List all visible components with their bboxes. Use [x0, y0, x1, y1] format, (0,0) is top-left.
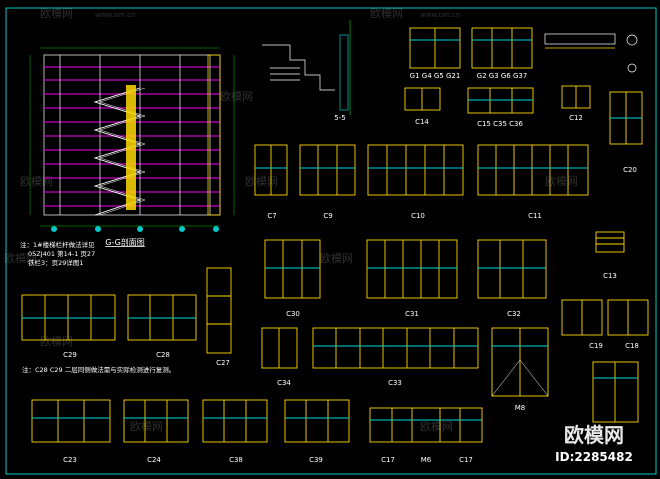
- window-group-g2: [471, 27, 533, 69]
- svg-text:www.om.cn: www.om.cn: [420, 11, 460, 19]
- label-c17-left: C17: [381, 456, 395, 464]
- svg-text:欧模网: 欧模网: [320, 252, 353, 265]
- svg-text:www.om.cn: www.om.cn: [95, 11, 135, 19]
- label-c15: C15 C35 C36: [477, 120, 523, 128]
- window-group-g1: [409, 27, 461, 69]
- window-c20: [609, 91, 643, 145]
- label-c11: C11: [528, 212, 542, 220]
- label-c30: C30: [286, 310, 300, 318]
- label-c32: C32: [507, 310, 521, 318]
- window-c12: [561, 85, 591, 109]
- window-c18: [607, 299, 649, 336]
- section-drawing: [29, 47, 235, 232]
- window-c24: [123, 399, 189, 443]
- window-c28: [127, 294, 197, 341]
- svg-text:欧模网: 欧模网: [545, 175, 578, 188]
- label-c10: C10: [411, 212, 425, 220]
- window-c10: [367, 144, 464, 196]
- label-c28: C28: [156, 351, 170, 359]
- label-g1: G1 G4 G5 G21: [410, 72, 461, 80]
- label-c19: C19: [589, 342, 603, 350]
- background-watermarks: 欧模网 www.om.cn 欧模网 www.om.cn 欧模网 欧模网 欧模网 …: [4, 7, 578, 433]
- window-c15: [467, 87, 534, 114]
- label-c13: C13: [603, 272, 617, 280]
- section-note-1: 注：1#楼梯栏杆做法详见: [20, 240, 95, 249]
- label-c23: C23: [63, 456, 77, 464]
- svg-text:欧模网: 欧模网: [245, 175, 278, 188]
- window-c39: [284, 399, 350, 443]
- label-c27: C27: [216, 359, 230, 367]
- detail-top-right: [544, 33, 638, 73]
- window-c9: [299, 144, 356, 196]
- detail-5-5: [262, 20, 351, 115]
- sheet-border: [5, 7, 657, 475]
- window-c32: [477, 239, 547, 299]
- watermark-brand: 欧模网: [564, 423, 624, 447]
- door-right-double: [592, 361, 639, 423]
- label-g2: G2 G3 G6 G37: [477, 72, 528, 80]
- window-c11: [477, 144, 589, 196]
- svg-text:欧模网: 欧模网: [130, 420, 163, 433]
- window-c27: [206, 267, 232, 354]
- window-c19: [561, 299, 603, 336]
- label-c7: C7: [267, 212, 276, 220]
- label-c9: C9: [323, 212, 332, 220]
- detail-5-5-label: 5-5: [334, 114, 345, 122]
- window-c14: [404, 87, 441, 111]
- label-m6: M6: [421, 456, 432, 464]
- watermark-block: 欧模网 ID:2285482: [555, 423, 633, 464]
- label-c20: C20: [623, 166, 637, 174]
- svg-text:欧模网: 欧模网: [40, 335, 73, 348]
- window-c31: [366, 239, 458, 299]
- section-title: G-G剖面图: [105, 237, 145, 247]
- label-c14: C14: [415, 118, 429, 126]
- window-c30: [264, 239, 321, 299]
- window-c33: [312, 327, 479, 369]
- watermark-id: ID:2285482: [555, 450, 633, 464]
- section-note-3: 铁栏3：页29详图1: [28, 258, 84, 267]
- label-c17-right: C17: [459, 456, 473, 464]
- svg-text:欧模网: 欧模网: [420, 420, 453, 433]
- label-c24: C24: [147, 456, 161, 464]
- label-c12: C12: [569, 114, 583, 122]
- door-m8: [491, 327, 549, 397]
- svg-text:欧模网: 欧模网: [4, 252, 37, 265]
- svg-text:欧模网: 欧模网: [40, 7, 73, 20]
- label-c29: C29: [63, 351, 77, 359]
- window-c17-m6-c17: [369, 407, 483, 443]
- window-c38: [202, 399, 268, 443]
- window-c29: [21, 294, 116, 341]
- bottom-note: 注：C28 C29 二层同侧做法需与实际检测进行复测。: [22, 365, 175, 374]
- window-c34: [261, 327, 298, 369]
- svg-text:欧模网: 欧模网: [20, 175, 53, 188]
- window-c13: [595, 231, 625, 253]
- section-note-2: 05ZJ401 第14-1 页27: [28, 249, 95, 258]
- label-c18: C18: [625, 342, 639, 350]
- label-c34: C34: [277, 379, 291, 387]
- window-c7: [254, 144, 288, 196]
- label-c33: C33: [388, 379, 402, 387]
- label-c38: C38: [229, 456, 243, 464]
- svg-text:欧模网: 欧模网: [370, 7, 403, 20]
- svg-text:欧模网: 欧模网: [220, 90, 253, 103]
- window-c23: [31, 399, 111, 443]
- label-c39: C39: [309, 456, 323, 464]
- label-c31: C31: [405, 310, 419, 318]
- label-m8: M8: [515, 404, 526, 412]
